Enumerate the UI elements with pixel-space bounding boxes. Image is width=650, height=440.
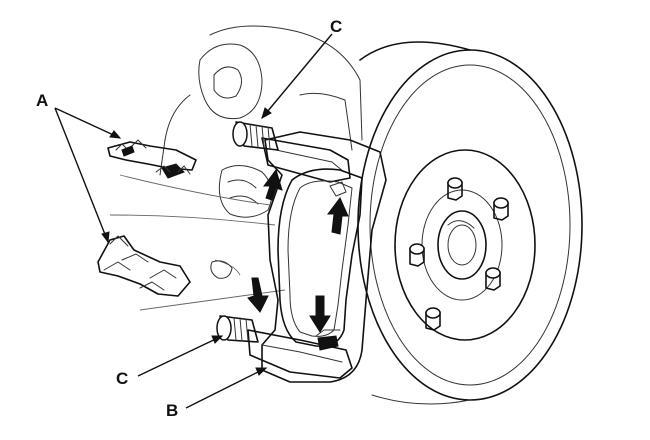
arrow-up-icon [263,168,283,201]
wheel-stud [493,197,509,221]
guide-pin-lower [216,315,259,343]
callout-label-c-bottom: C [116,369,128,388]
arrow-down-icon [309,295,331,333]
steering-knuckle [109,25,363,311]
callout-label-a: A [36,91,48,110]
wheel-studs [409,177,509,331]
wheel-stud [425,307,441,331]
callout-label-c-top: C [330,17,342,36]
guide-pin-upper [232,121,279,151]
brake-disc [357,41,583,405]
callout-label-b: B [166,401,178,420]
wheel-stud [409,243,425,267]
pad-retainer-clip-lower [97,235,191,297]
caliper-bracket [247,131,387,383]
pad-retainer-clip-upper [107,139,197,179]
arrow-up-icon [327,197,349,235]
motion-arrows [247,168,349,333]
arrow-down-icon [247,277,269,313]
wheel-stud [447,177,463,201]
wheel-stud [485,267,501,291]
leader-lines [54,33,333,409]
